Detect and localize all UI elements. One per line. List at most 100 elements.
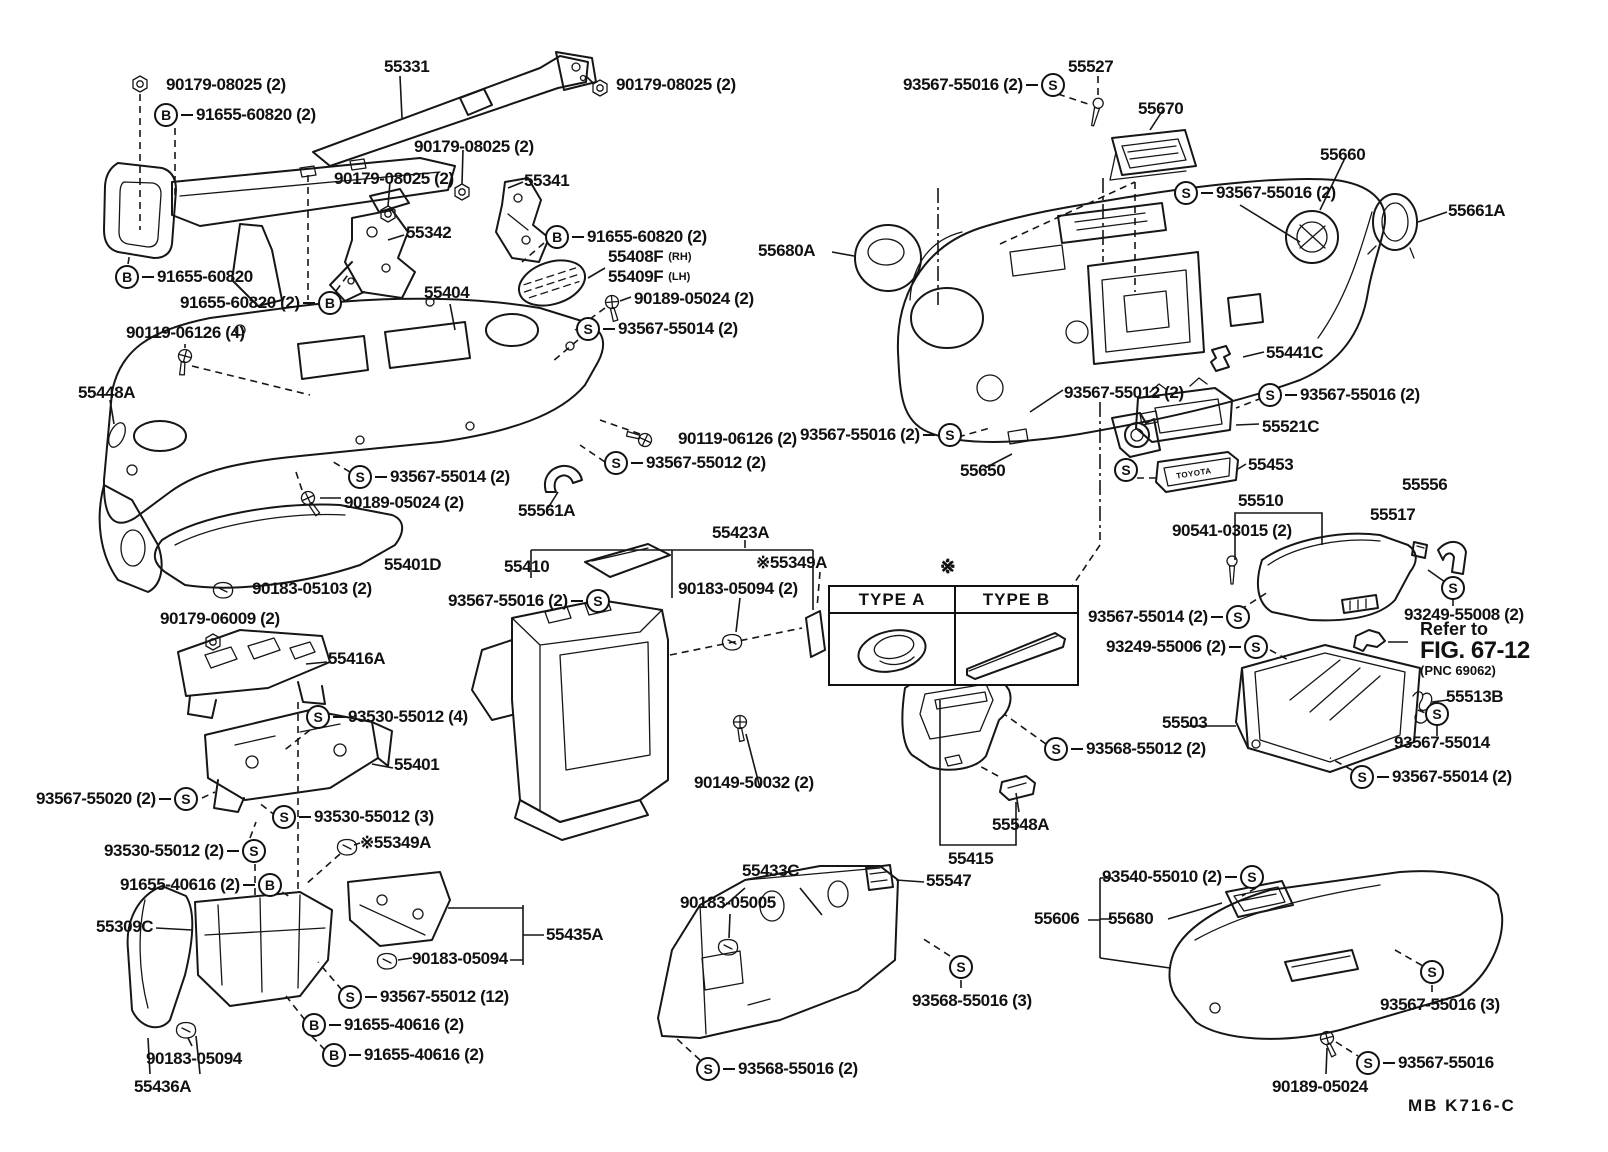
part-number-text: ※55349A: [756, 553, 827, 572]
label-connector: [603, 328, 615, 330]
part-number-text: 55435A: [546, 925, 604, 944]
part-55331-reinforcement-bar: [312, 51, 597, 167]
label-connector: [365, 996, 377, 998]
label-connector: [1025, 84, 1038, 86]
part-label-55510: 55510: [1238, 490, 1284, 512]
part-number-text: 93567-55014 (2): [1088, 607, 1208, 626]
part-number-text: 93567-55016 (2): [1300, 385, 1420, 404]
part-label-93530-55012-2: 93530-55012 (2)S: [104, 839, 266, 863]
part-number-text: 93568-55016 (3): [912, 991, 1032, 1010]
part-55510-glove-door: [1256, 532, 1417, 622]
part-label-91655-60820-2: 91655-60820 (2)B: [180, 291, 342, 315]
part-55342-bracket: [329, 209, 416, 302]
part-label-55401: 55401: [394, 754, 440, 776]
part-number-text: 90183-05094: [146, 1049, 242, 1068]
part-label-55416a: 55416A: [328, 648, 386, 670]
type-b-header: TYPE B: [956, 587, 1077, 614]
label-connector: [1228, 646, 1241, 648]
part-label-55650: 55650: [960, 460, 1006, 482]
label-connector: [572, 236, 584, 238]
type-b-strip-icon: [966, 632, 1066, 680]
part-number-text: 93567-55012 (2): [646, 453, 766, 472]
circled-symbol-s: S: [173, 787, 198, 811]
part-label-55521c: 55521C: [1262, 416, 1320, 438]
part-label-90189-05024: 90189-05024: [1272, 1076, 1368, 1098]
part-number-text: 93567-55012 (2): [1064, 383, 1184, 402]
part-number-text: ※55349A: [360, 833, 431, 852]
part-number-text: 55670: [1138, 99, 1184, 118]
refer-note-line3: (PNC 69062): [1420, 662, 1496, 678]
part-label-55527: 55527: [1068, 56, 1114, 78]
part-label-55401d: 55401D: [384, 554, 442, 576]
part-number-text: 55441C: [1266, 343, 1324, 362]
part-label-93567-55012-2: 93567-55012 (2): [1064, 382, 1184, 404]
part-number-text: 90541-03015 (2): [1172, 521, 1292, 540]
type-a-sketch: [830, 614, 956, 684]
circled-symbol-s: S: [604, 451, 628, 475]
circled-symbol-s: S: [576, 317, 600, 341]
label-connector: [1377, 776, 1389, 778]
circled-symbol-s: S: [272, 805, 296, 829]
part-label-suffix: (LH): [668, 271, 691, 283]
circled-symbol-s: S: [1243, 635, 1268, 659]
drawing-code: MB K716-C: [1408, 1096, 1516, 1115]
circled-symbol-s: S: [1225, 605, 1250, 629]
part-number-text: 93567-55016 (2): [800, 425, 920, 444]
part-label-55408f: 55408F(RH): [608, 246, 691, 268]
circled-symbol-b: B: [257, 873, 282, 897]
part-number-text: 90179-06009 (2): [160, 609, 280, 628]
part-label-55503: 55503: [1162, 712, 1208, 734]
label-connector: [1201, 192, 1213, 194]
part-number-text: 93567-55016 (2): [1216, 183, 1336, 202]
part-label-93567-55016-2: 93567-55016 (2)S: [903, 73, 1065, 97]
part-number-text: 90179-08025 (2): [616, 75, 736, 94]
part-label-93567-55016-2: 93567-55016 (2)S: [448, 589, 610, 613]
part-label-93249-55008-2: 93249-55008 (2): [1404, 604, 1524, 626]
part-number-text: 55606: [1034, 909, 1080, 928]
part-label-55548a: 55548A: [992, 814, 1050, 836]
circled-symbol-b: B: [154, 103, 178, 127]
part-label-55441c: 55441C: [1266, 342, 1324, 364]
part-label-55680a: 55680A: [758, 240, 816, 262]
label-connector: [299, 816, 311, 818]
part-label-93540-55010-2: 93540-55010 (2)S: [1102, 865, 1264, 889]
part-55680a-register-knob: [854, 224, 922, 292]
part-label-55547: 55547: [926, 870, 972, 892]
part-number-text: 55436A: [134, 1077, 192, 1096]
part-number-text: 55401: [394, 755, 440, 774]
part-number-text: 55401D: [384, 555, 442, 574]
part-number-text: 55409F: [608, 267, 664, 286]
refer-note-line2: FIG. 67-12: [1420, 636, 1530, 664]
part-55660-register: [1285, 210, 1339, 264]
circled-symbol-b: B: [317, 291, 342, 315]
part-number-text: 55650: [960, 461, 1006, 480]
part-number-text: 55556: [1402, 475, 1448, 494]
part-number-text: 93540-55010 (2): [1102, 867, 1222, 886]
part-label-55341: 55341: [524, 170, 570, 192]
part-number-text: 93568-55012 (2): [1086, 739, 1206, 758]
part-number-text: 55547: [926, 871, 972, 890]
part-label-90149-50032-2: 90149-50032 (2): [694, 772, 814, 794]
circled-symbol-s: S: [348, 465, 372, 489]
part-55404-instrument-panel: [98, 297, 605, 593]
label-connector: [226, 850, 239, 852]
part-number-text: 55548A: [992, 815, 1050, 834]
circled-symbol-s: S: [1350, 765, 1374, 789]
part-label-55435a: 55435A: [546, 924, 604, 946]
part-number-text: 93567-55012 (12): [380, 987, 509, 1006]
part-number-text: 55410: [504, 557, 550, 576]
part-number-text: 90183-05094 (2): [678, 579, 798, 598]
part-55556-handle: [1437, 541, 1467, 575]
part-number-text: 90189-05024: [1272, 1077, 1368, 1096]
part-label-55349a: ※55349A: [756, 552, 827, 574]
part-label-93567-55016-2: 93567-55016 (2)S: [800, 423, 962, 447]
part-55309c-assembly: [194, 891, 333, 1007]
part-label-55661a: 55661A: [1448, 200, 1506, 222]
part-glove-door-lower: [1168, 870, 1504, 1040]
label-connector: [570, 600, 583, 602]
label-connector: [302, 302, 315, 304]
part-label-55556: 55556: [1402, 474, 1448, 496]
